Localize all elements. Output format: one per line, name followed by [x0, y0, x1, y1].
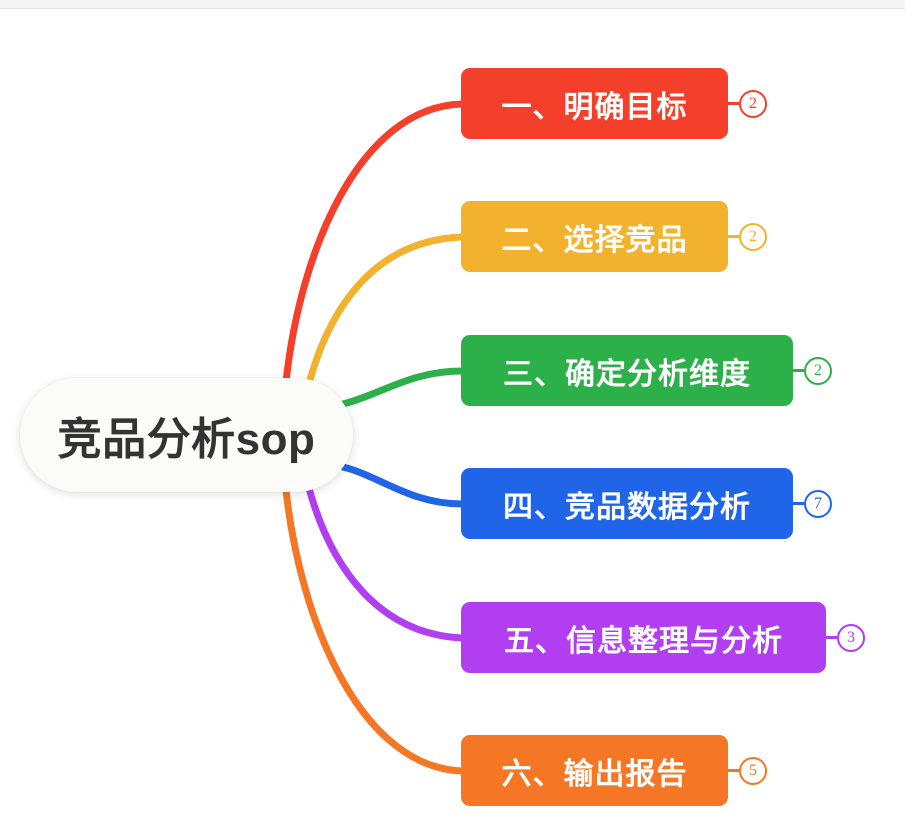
connector-line-6	[282, 486, 466, 775]
connector-line-5	[303, 477, 466, 642]
child-count-badge-number: 7	[814, 494, 822, 512]
child-count-badge-number: 2	[814, 361, 822, 379]
child-count-badge[interactable]: 3	[837, 623, 865, 652]
branch-node-1[interactable]: 一、明确目标 2	[461, 68, 767, 139]
connector-line-3	[339, 367, 466, 408]
badge-connector-stub	[793, 369, 804, 372]
child-count-badge[interactable]: 2	[739, 89, 767, 118]
badge-connector-stub	[728, 102, 739, 105]
child-count-badge-number: 2	[749, 94, 757, 112]
branch-node-2[interactable]: 二、选择竞品 2	[461, 201, 767, 272]
connector-line-4	[339, 463, 466, 508]
badge-connector-stub	[728, 769, 739, 772]
connector-line-2	[303, 233, 466, 395]
root-node-label: 竞品分析sop	[57, 415, 316, 464]
branch-node-label: 四、竞品数据分析	[503, 490, 751, 524]
branch-node-3[interactable]: 三、确定分析维度 2	[461, 335, 832, 406]
child-count-badge-number: 5	[749, 761, 757, 779]
branch-node-label: 一、明确目标	[501, 90, 688, 124]
branch-node-5[interactable]: 五、信息整理与分析 3	[461, 602, 865, 673]
badge-connector-stub	[728, 235, 739, 238]
child-count-badge[interactable]: 5	[739, 756, 767, 785]
branch-node-label: 五、信息整理与分析	[504, 624, 783, 658]
root-node[interactable]: 竞品分析sop	[20, 378, 353, 492]
child-count-badge-number: 2	[749, 227, 757, 245]
top-toolbar-strip	[0, 0, 905, 9]
child-count-badge[interactable]: 2	[739, 222, 767, 251]
branch-node-label: 三、确定分析维度	[503, 357, 751, 391]
badge-connector-stub	[793, 502, 804, 505]
branch-node-4[interactable]: 四、竞品数据分析 7	[461, 468, 832, 539]
connector-line-1	[282, 100, 466, 386]
badge-connector-stub	[826, 636, 837, 639]
child-count-badge[interactable]: 2	[804, 356, 832, 385]
child-count-badge-number: 3	[847, 628, 855, 646]
branch-node-label: 二、选择竞品	[501, 223, 688, 257]
child-count-badge[interactable]: 7	[804, 489, 832, 518]
branch-node-6[interactable]: 六、输出报告 5	[461, 735, 767, 806]
branch-node-label: 六、输出报告	[501, 757, 688, 791]
